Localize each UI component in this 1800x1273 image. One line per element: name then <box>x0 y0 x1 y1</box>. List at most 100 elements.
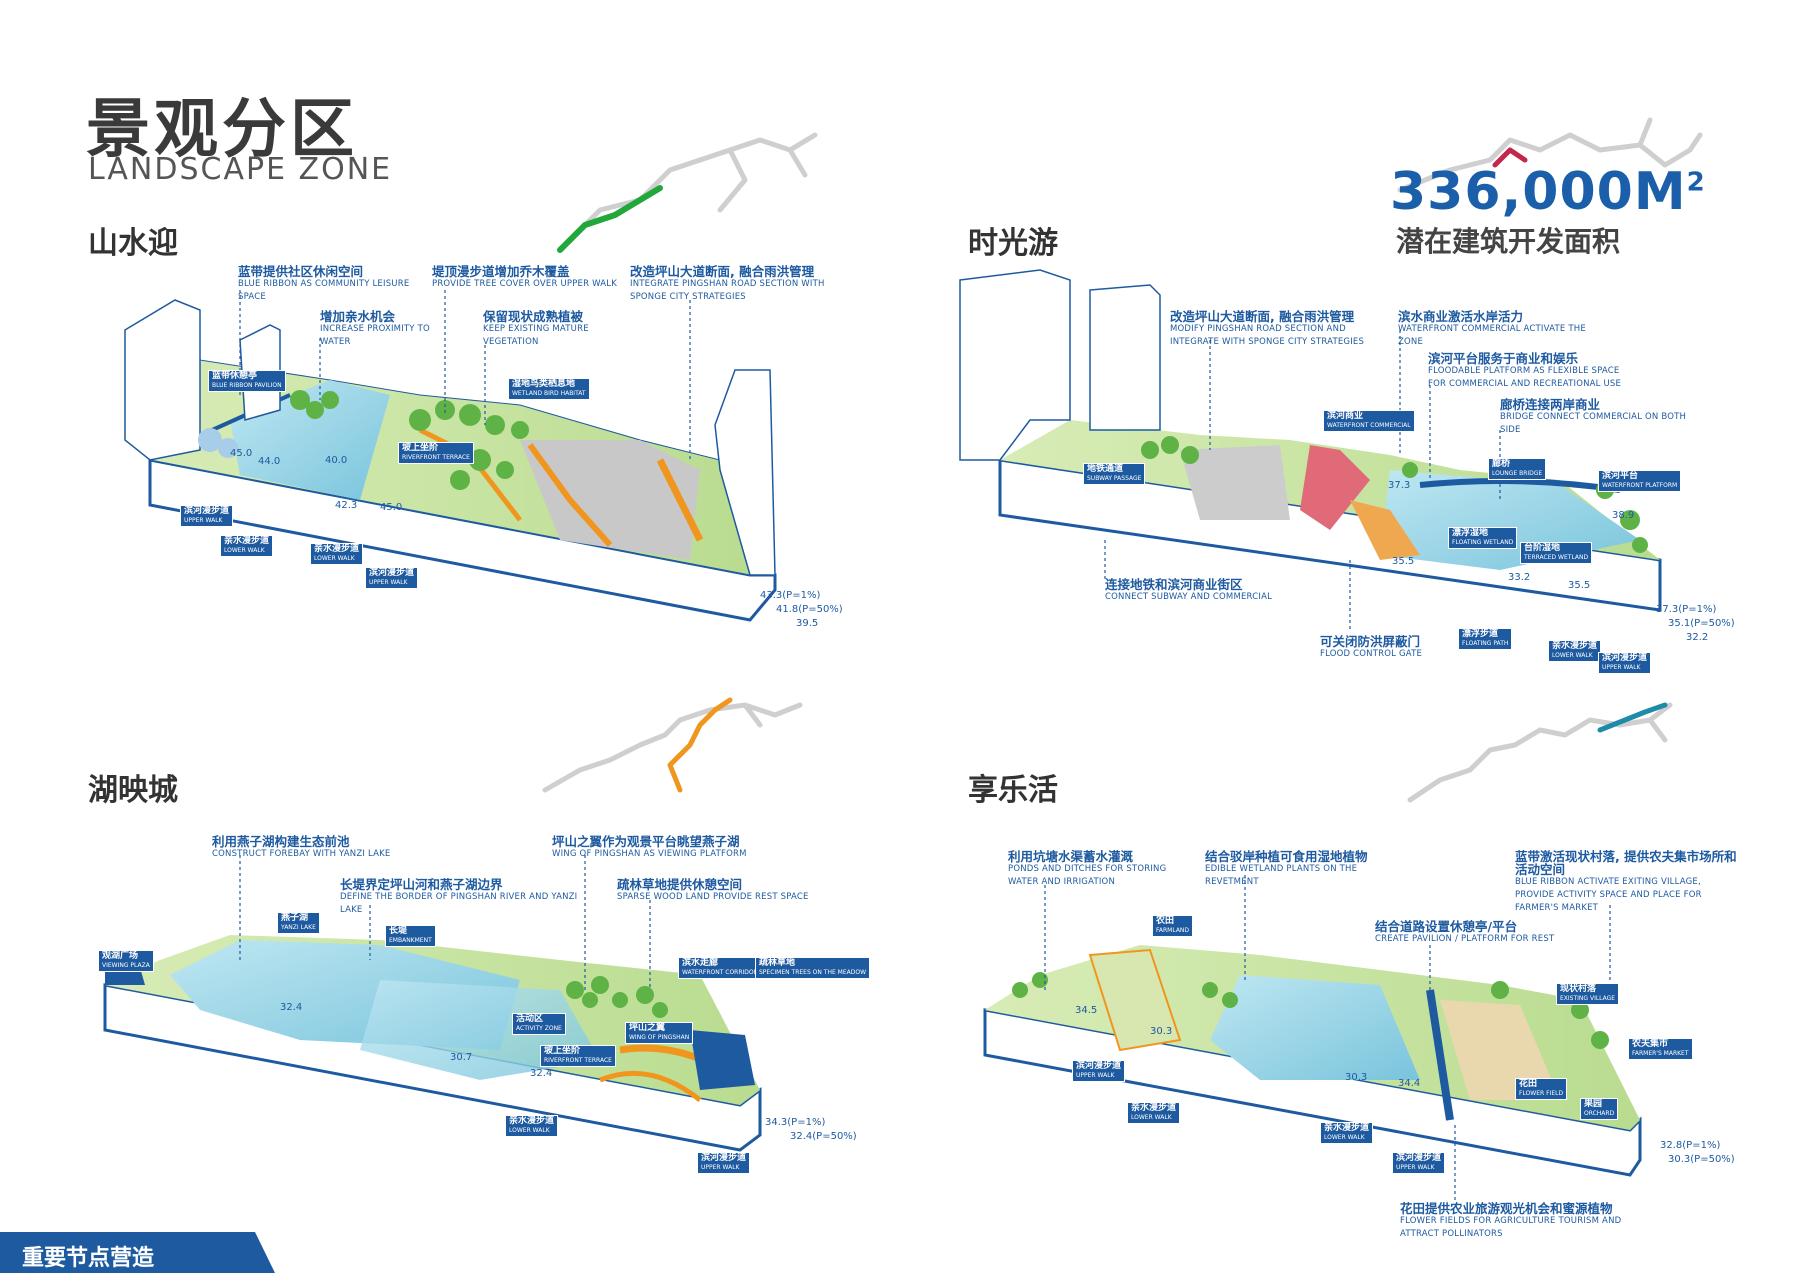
zone2-elevation: 35.5 <box>1392 556 1415 567</box>
zone1-elevation: 40.0 <box>325 455 348 466</box>
stat-value: 336,000M2 <box>1390 162 1706 222</box>
zone3-elevation: 32.4 <box>280 1002 303 1013</box>
zone2-level: 37.3(P=1%) <box>1656 604 1717 615</box>
section-block-zone4 <box>983 945 1642 1177</box>
zone3-elevation: 30.7 <box>450 1052 473 1063</box>
zone2-level: 35.1(P=50%) <box>1668 618 1735 629</box>
zone-title-1: 山水迎 <box>88 226 178 261</box>
river-map-zone3 <box>542 697 803 793</box>
zone1-elevation: 45.0 <box>230 448 253 459</box>
river-map-zone4 <box>1407 702 1673 803</box>
zone1-level: 41.8(P=50%) <box>776 604 843 615</box>
zone2-elevation: 38.9 <box>1612 510 1635 521</box>
zone2-level: 32.2 <box>1686 632 1709 643</box>
zone-title-4: 享乐活 <box>968 773 1058 808</box>
section-block-zone1 <box>124 299 777 622</box>
leader-lines <box>239 290 1611 1200</box>
zone1-elevation: 42.3 <box>335 500 358 511</box>
zone1-elevation: 44.0 <box>258 456 281 467</box>
zone1-level: 43.3(P=1%) <box>760 590 821 601</box>
zone-title-2: 时光游 <box>968 226 1058 261</box>
zone2-elevation: 33.2 <box>1508 572 1531 583</box>
zone1-level: 39.5 <box>796 618 819 629</box>
zone4-elevation: 30.3 <box>1150 1026 1173 1037</box>
zone3-level: 32.4(P=50%) <box>790 1131 857 1142</box>
zone2-elevation: 35.5 <box>1568 580 1591 591</box>
stat-label: 潜在建筑开发面积 <box>1396 225 1621 258</box>
zone3-elevation: 35.9 <box>702 1068 725 1079</box>
zone4-level: 32.8(P=1%) <box>1660 1140 1721 1151</box>
footer-banner-shape <box>0 1232 275 1273</box>
zone3-level: 34.3(P=1%) <box>765 1117 826 1128</box>
footer-label: 重要节点营造 <box>22 1246 155 1271</box>
zone4-level: 30.3(P=50%) <box>1668 1154 1735 1165</box>
zone4-elevation: 34.5 <box>1075 1005 1098 1016</box>
river-map-zone1 <box>557 132 818 253</box>
page-title: 景观分区 <box>86 93 358 167</box>
zone4-elevation: 30.3 <box>1345 1072 1368 1083</box>
zone-title-3: 湖映城 <box>88 773 178 808</box>
zone2-elevation: 37.3 <box>1388 480 1411 491</box>
zone1-elevation: 45.0 <box>380 502 403 513</box>
page-subtitle: LANDSCAPE ZONE <box>88 152 393 187</box>
zone4-elevation: 34.4 <box>1398 1078 1421 1089</box>
river-map-zone2 <box>1397 117 1703 193</box>
